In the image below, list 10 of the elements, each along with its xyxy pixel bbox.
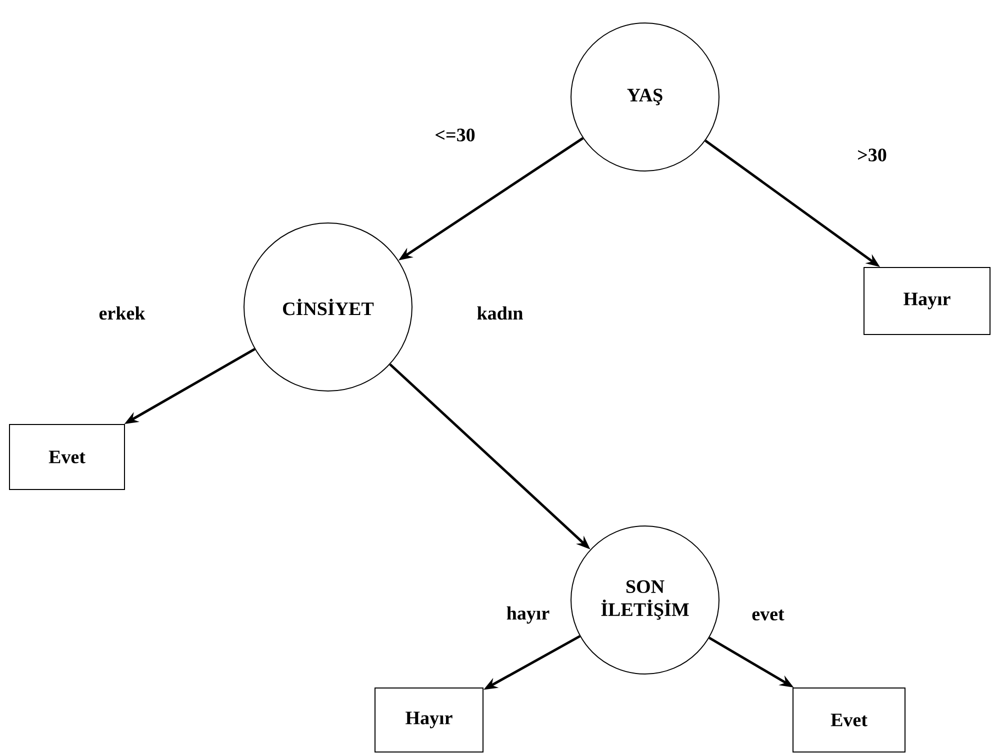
- edge-label: kadın: [476, 305, 524, 321]
- edge-label: >30: [856, 148, 888, 162]
- leaf-box: Evet: [792, 688, 906, 752]
- edge-label: hayır: [505, 605, 551, 625]
- leaf-box: Evet: [9, 424, 125, 490]
- leaf-box: Hayır: [374, 688, 484, 752]
- edge-label: <=30: [434, 128, 476, 142]
- edge-label: evet: [750, 608, 786, 622]
- edge-label: erkek: [98, 305, 146, 321]
- leaf-box: Hayır: [864, 267, 990, 335]
